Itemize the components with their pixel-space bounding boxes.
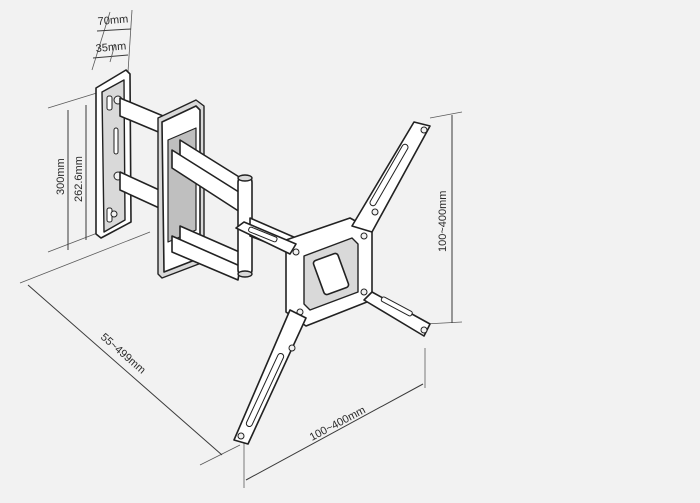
label-wall-hole-spacing: 262.6mm — [73, 156, 85, 202]
label-wall-plate-height: 300mm — [55, 158, 67, 195]
ext-line-300-bottom — [47, 231, 101, 253]
label-depth-inner: 35mm — [95, 40, 126, 55]
dim-line-35mm — [92, 54, 129, 59]
label-extension: 55~499mm — [98, 331, 148, 376]
dim-line-vesa-horizontal — [245, 383, 424, 481]
ext-line-300-top — [47, 91, 101, 109]
label-vesa-horizontal: 100~400mm — [308, 404, 368, 443]
ext-line-extension-right — [199, 444, 241, 466]
dim-line-extension — [27, 284, 223, 456]
articulating-arms — [119, 97, 297, 281]
dim-line-70mm — [96, 28, 132, 32]
ext-line-35-mid — [109, 43, 116, 63]
ext-line-70-left — [91, 11, 111, 71]
ext-line-extension-left — [19, 231, 151, 284]
ext-line-70-right — [127, 9, 133, 73]
label-depth-outer: 70mm — [97, 13, 128, 28]
label-vesa-vertical: 100~400mm — [437, 191, 449, 252]
dimension-lines — [19, 9, 463, 488]
ext-line-vesa-v-bottom — [424, 321, 463, 325]
wall-plate — [95, 69, 132, 239]
tv-bracket — [233, 121, 431, 445]
ext-line-vesa-v-top — [429, 111, 463, 119]
